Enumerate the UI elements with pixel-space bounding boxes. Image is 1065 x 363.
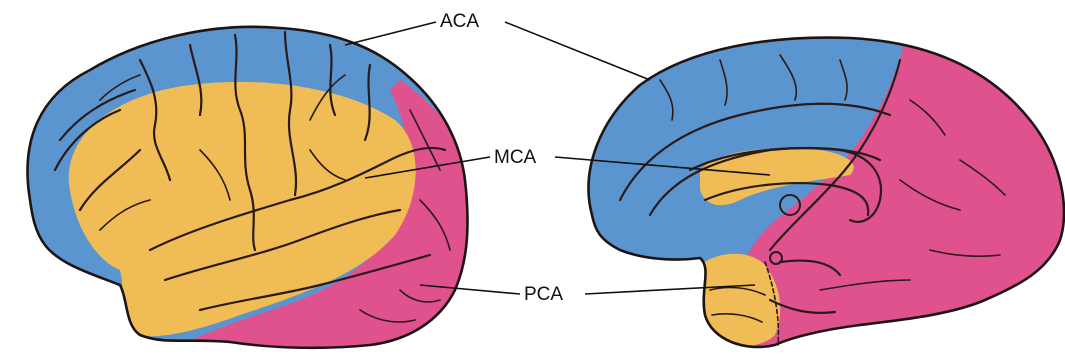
lateral-brain-view: [0, 0, 500, 363]
aca-leader-right: [505, 22, 650, 80]
label-pca: PCA: [524, 284, 563, 305]
medial-brain-view: [560, 0, 1065, 363]
label-aca: ACA: [440, 11, 479, 32]
aca-leader-left: [345, 22, 436, 45]
label-mca: MCA: [494, 147, 537, 168]
